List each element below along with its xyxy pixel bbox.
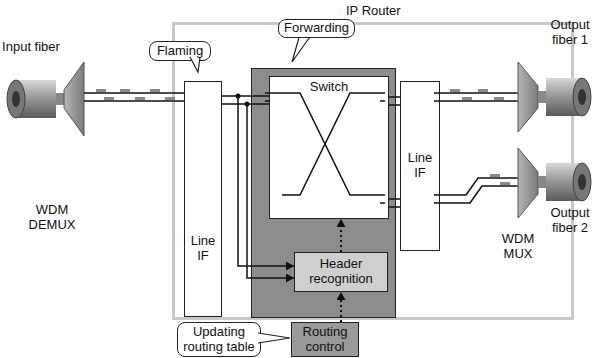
box-label: Flaming (157, 44, 203, 59)
part-label: Output fiber 1 (540, 18, 600, 48)
header-recognition-box: Header recognition (294, 252, 388, 292)
line-interface-box: Line IF (400, 81, 440, 251)
part-label: WDM MUX (488, 232, 548, 262)
box-label: Line IF (185, 234, 221, 264)
junction-dot (245, 102, 250, 107)
forwarding-box: ForwardingSwitchHeader recognition (251, 68, 396, 318)
router-box: IP RouterFlamingLine IFForwardingSwitchH… (172, 22, 574, 320)
routing-control-box: Routing control (291, 322, 359, 357)
box-label: Header recognition (295, 257, 387, 287)
box-label: Updating routing table (178, 325, 260, 355)
box-title: IP Router (346, 4, 401, 19)
part-label: Input fiber (2, 40, 60, 55)
box-label: Routing control (292, 325, 358, 355)
wdm-mux (518, 62, 538, 132)
input-fiber (7, 80, 64, 118)
output-fiber (538, 78, 591, 116)
box-title: Forwarding (278, 19, 355, 38)
wdm-mux (518, 148, 538, 218)
part-label: Output fiber 2 (540, 206, 600, 236)
part-label: WDM DEMUX (22, 203, 82, 233)
output-fiber (538, 163, 591, 201)
box-label: Switch (310, 80, 348, 95)
line-interface-box: Line IF (184, 81, 222, 317)
callout-box: Updating routing table (177, 322, 261, 357)
junction-dot (236, 94, 241, 99)
switch-box: Switch (269, 76, 389, 219)
callout-box: Flaming (149, 41, 211, 61)
box-label: Line IF (401, 151, 439, 181)
wdm-demux (64, 62, 84, 136)
